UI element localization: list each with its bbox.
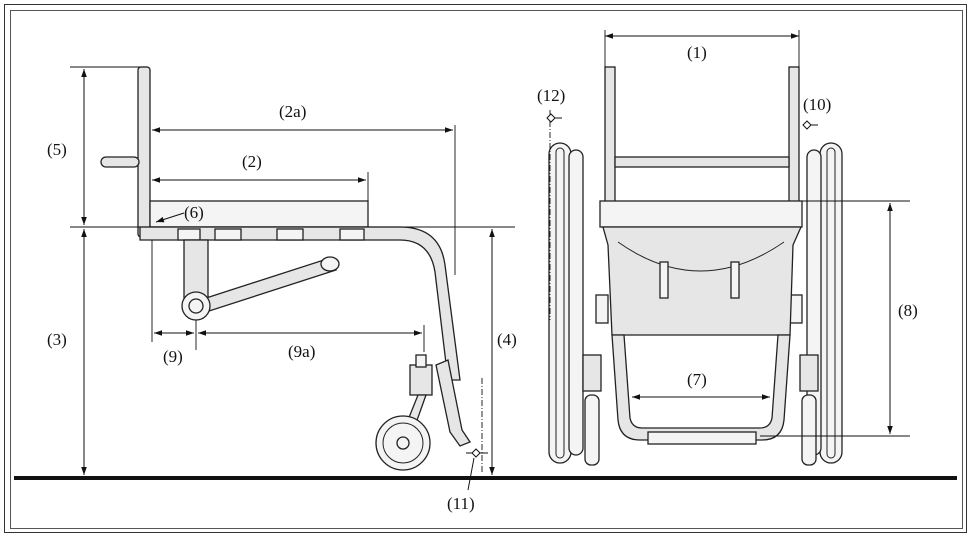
right-rear-wheel-tire	[826, 147, 836, 459]
caster-stem	[415, 354, 427, 368]
label-10: (10)	[803, 95, 831, 114]
cross-brace	[617, 241, 785, 272]
label-2a: (2a)	[279, 102, 306, 121]
backrest-post	[137, 66, 151, 238]
label-9: (9)	[163, 347, 183, 366]
label-1: (1)	[687, 43, 707, 62]
caster-housing	[409, 364, 433, 396]
dim-11-leader	[467, 457, 475, 491]
figure-inner-border	[10, 10, 963, 529]
footplate	[647, 431, 757, 445]
dim-12-marker	[546, 113, 556, 123]
backrest-crossbar	[614, 156, 790, 168]
label-7: (7)	[687, 370, 707, 389]
label-12: (12)	[537, 86, 565, 105]
left-backrest-post	[604, 66, 616, 203]
right-rear-wheel	[819, 142, 843, 464]
left-caster-housing	[582, 354, 602, 392]
right-backrest-post	[788, 66, 800, 203]
brace-bolt	[730, 261, 740, 299]
front-frame	[602, 226, 803, 336]
right-caster-wheel	[801, 394, 817, 466]
dim-6-leader	[155, 212, 185, 223]
rail-clamp	[339, 228, 365, 241]
rail-clamp	[276, 228, 304, 241]
rail-clamp	[177, 228, 201, 241]
caster-wheel-hub	[396, 436, 410, 450]
dim-10-marker	[802, 120, 812, 130]
front-view-wheelchair	[548, 66, 843, 466]
left-handrim	[568, 149, 584, 456]
label-8: (8)	[898, 301, 918, 320]
seat-cushion	[149, 200, 369, 228]
label-4: (4)	[497, 330, 517, 349]
brace-bolt	[659, 261, 669, 299]
label-11: (11)	[447, 494, 475, 513]
caster-wheel-rim	[382, 422, 424, 464]
brace-joint	[320, 256, 340, 272]
footrest-tube	[435, 359, 471, 447]
diagonal-brace	[199, 257, 337, 313]
rail-clamp	[214, 228, 242, 241]
frame-side-rail	[139, 226, 461, 381]
front-view-dimensions	[546, 30, 910, 437]
side-view-dimensions	[70, 66, 515, 491]
left-axle-hub	[595, 294, 609, 324]
label-9a: (9a)	[288, 342, 315, 361]
seat-front	[599, 200, 803, 228]
rear-axle-nut	[188, 298, 204, 314]
dimension-labels: (1) (2a) (2) (3) (4) (5) (6) (7) (8) (9)…	[47, 43, 918, 513]
left-caster-wheel	[584, 394, 600, 466]
label-2: (2)	[242, 152, 262, 171]
label-3: (3)	[47, 330, 67, 349]
dim-11-marker	[471, 448, 481, 458]
side-view-wheelchair	[100, 66, 471, 471]
left-rear-wheel	[548, 142, 572, 464]
label-5: (5)	[47, 140, 67, 159]
right-caster-housing	[799, 354, 819, 392]
label-6: (6)	[184, 203, 204, 222]
footrest-frame	[611, 334, 791, 441]
left-rear-wheel-tire	[555, 147, 565, 459]
push-handle	[100, 156, 140, 168]
